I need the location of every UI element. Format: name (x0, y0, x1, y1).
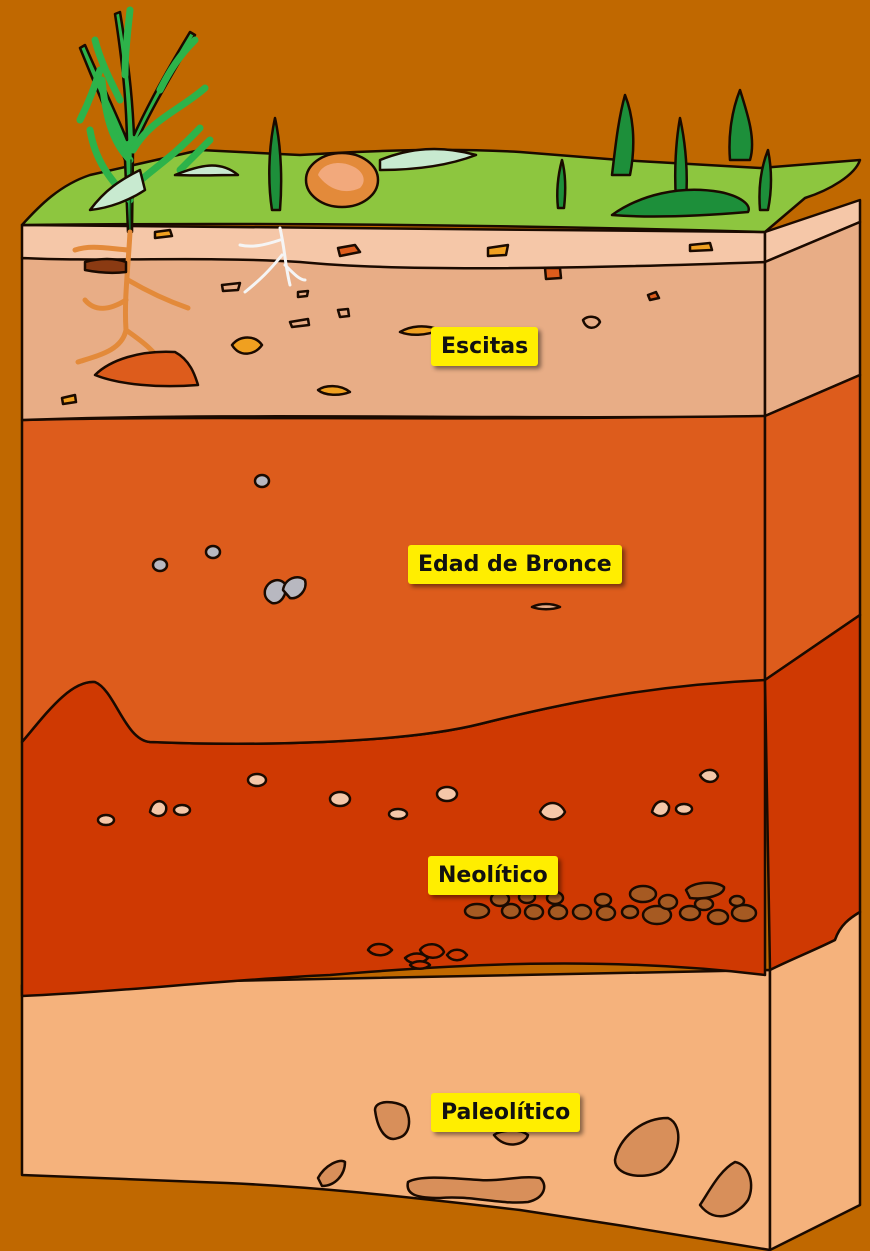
side-paleolithic (770, 912, 860, 1250)
label-scythians: Escitas (431, 327, 538, 366)
reed-4 (729, 90, 752, 160)
reed-6 (759, 150, 771, 210)
label-bronze-age: Edad de Bronce (408, 545, 622, 584)
reed-3 (612, 95, 633, 175)
bronze-flake (532, 604, 560, 609)
label-neolithic: Neolítico (428, 856, 558, 895)
reed-1 (269, 118, 281, 210)
label-paleolithic: Paleolítico (431, 1093, 580, 1132)
dark-root-lump (85, 259, 126, 273)
reed-5 (675, 118, 687, 200)
